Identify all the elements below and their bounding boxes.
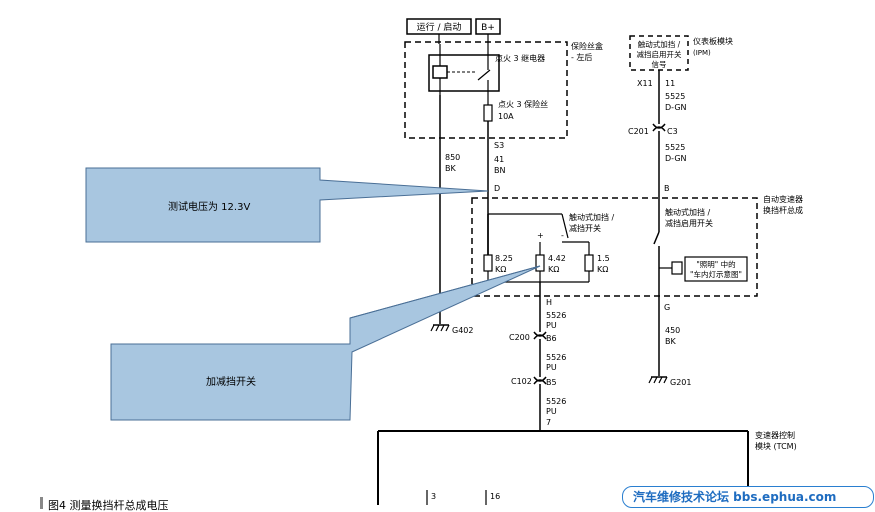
pin-d-label: D <box>494 184 500 193</box>
pin-h-label: H <box>546 298 552 307</box>
tap-switch-label-l2: 减挡开关 <box>569 223 601 233</box>
wire-5525-lower-color: D-GN <box>665 154 687 163</box>
fuse-rating: 10A <box>498 112 514 121</box>
tcm-pin-16: 16 <box>490 492 500 501</box>
relay-contact <box>477 69 491 81</box>
enable-switch-label-l1: 触动式加挡 / <box>665 207 711 217</box>
tcm-pin-3: 3 <box>431 492 436 501</box>
run-start-label: 运行 / 启动 <box>417 21 462 33</box>
ipm-title: 仪表板模块 <box>693 36 733 46</box>
wire-850-color: BK <box>445 164 456 173</box>
plus-sign: + <box>537 231 544 240</box>
shifter-subtitle: 换挡杆总成 <box>763 205 803 215</box>
ipm-signal-line2: 减挡启用开关 <box>637 49 682 59</box>
fuse-box-subtitle: - 左后 <box>571 52 592 62</box>
figure-caption: 图4 测量换挡杆总成电压 <box>40 497 169 512</box>
connector-c201-label: C201 <box>628 127 649 136</box>
wire-5526-3-color: PU <box>546 407 557 416</box>
ignition-relay <box>428 54 500 92</box>
resistor-r2 <box>535 254 545 272</box>
resistor-r1 <box>483 254 493 272</box>
minus-sign: - <box>561 231 564 240</box>
fuse-box-title: 保险丝盒 <box>571 41 603 51</box>
ground-g201-label: G201 <box>670 378 691 387</box>
tap-switch-contact <box>561 213 569 239</box>
wire-41-gauge: 41 <box>494 155 504 164</box>
switch-callout <box>110 265 541 421</box>
relay-coil <box>432 65 448 79</box>
wire-5526-2-gauge: 5526 <box>546 353 566 362</box>
caption-marker <box>40 497 43 509</box>
connector-c200-symbol <box>533 331 547 337</box>
wire-41-pin: S3 <box>494 141 504 150</box>
wire-850-gauge: 850 <box>445 153 460 162</box>
ground-symbol-g402 <box>430 324 450 332</box>
connector-c3-label: C3 <box>667 127 678 136</box>
r1-value: 8.25 <box>495 254 513 263</box>
voltage-callout <box>85 167 489 243</box>
wire-41-color: BN <box>494 166 505 175</box>
wire-450-gauge: 450 <box>665 326 680 335</box>
wire-5525-upper-color: D-GN <box>665 103 687 112</box>
connector-c200-pin: B6 <box>546 334 557 343</box>
fuse-box-outline <box>404 41 568 139</box>
connector-c102-label: C102 <box>511 377 532 386</box>
wire-5525-lower-gauge: 5525 <box>665 143 685 152</box>
relay-label: 点火 3 继电器 <box>495 53 545 63</box>
shifter-assembly-outline <box>471 197 758 297</box>
switch-callout-text: 加减挡开关 <box>206 375 256 388</box>
r2-value: 4.42 <box>548 254 566 263</box>
r3-value: 1.5 <box>597 254 610 263</box>
pin-b-label: B <box>664 184 670 193</box>
pin-g-label: G <box>664 303 670 312</box>
lighting-ref-l1: "照明" 中的 <box>696 259 735 269</box>
connector-c102-symbol <box>533 376 547 382</box>
fuse-label: 点火 3 保险丝 <box>498 99 548 109</box>
enable-switch-contact <box>653 231 660 245</box>
figure-caption-text: 图4 测量换挡杆总成电压 <box>48 499 169 512</box>
wire-5526-3-gauge: 5526 <box>546 397 566 406</box>
wire-5526-1-color: PU <box>546 321 557 330</box>
wire-450-color: BK <box>665 337 676 346</box>
watermark-text: 汽车维修技术论坛 bbs.ephua.com <box>633 490 837 504</box>
b-plus-label: B+ <box>481 23 495 33</box>
tcm-subtitle: 模块 (TCM) <box>755 441 797 451</box>
r1-unit: KΩ <box>495 265 506 274</box>
tcm-pin-7: 7 <box>546 418 551 427</box>
enable-switch-label-l2: 减挡启用开关 <box>665 218 713 228</box>
ipm-signal-line3: 信号 <box>652 59 667 69</box>
ignition-fuse <box>483 104 493 122</box>
tap-switch-label-l1: 触动式加挡 / <box>569 212 615 222</box>
wire-5526-2-color: PU <box>546 363 557 372</box>
ground-g402-label: G402 <box>452 326 473 335</box>
tcm-title: 变速器控制 <box>755 430 795 440</box>
r2-unit: KΩ <box>548 265 559 274</box>
forum-watermark: 汽车维修技术论坛 bbs.ephua.com <box>622 486 874 508</box>
ground-symbol-g201 <box>648 376 668 384</box>
shifter-title: 自动变速器 <box>763 194 803 204</box>
wire-5525-upper-gauge: 5525 <box>665 92 685 101</box>
connector-c200-label: C200 <box>509 333 530 342</box>
connector-c201-symbol <box>652 123 666 129</box>
ipm-subtitle: (IPM) <box>693 49 711 57</box>
ipm-connector-label: X11 <box>637 79 653 88</box>
r3-unit: KΩ <box>597 265 608 274</box>
ipm-signal-line1: 触动式加挡 / <box>638 39 681 49</box>
lighting-reference-box <box>684 256 748 282</box>
voltage-callout-text: 测试电压为 12.3V <box>168 200 250 213</box>
wire-5526-1-gauge: 5526 <box>546 311 566 320</box>
connector-c102-pin: B5 <box>546 378 557 387</box>
lighting-ref-l2: "车内灯示意图" <box>690 269 742 279</box>
resistor-r3 <box>584 254 594 272</box>
ipm-pin-label: 11 <box>665 79 675 88</box>
